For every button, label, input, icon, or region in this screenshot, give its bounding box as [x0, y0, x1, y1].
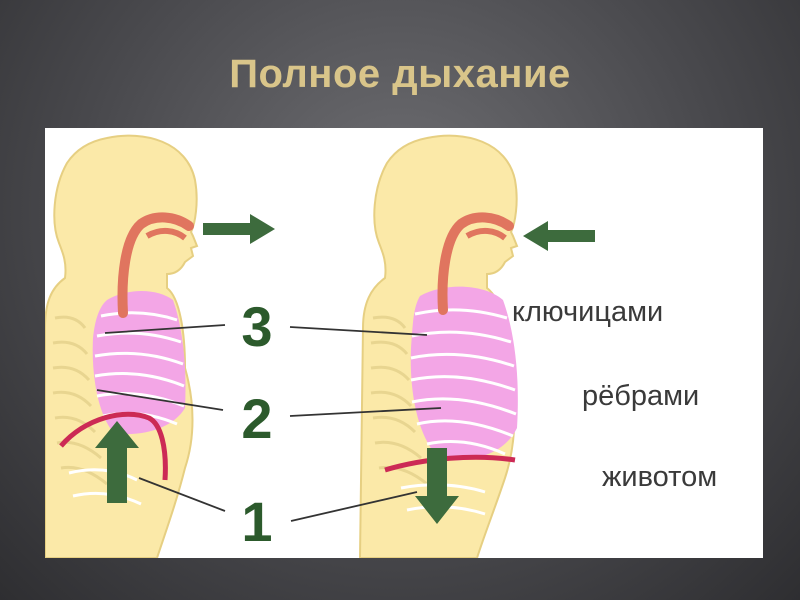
pointer-2-left [96, 389, 224, 411]
arrow-right-icon [203, 214, 275, 244]
breathing-diagram-panel: 3 2 1 ключицами рёбрами животом [45, 128, 763, 558]
left-diaphragm [59, 411, 168, 481]
left-airway [117, 212, 194, 318]
right-lung-ribs [410, 308, 517, 456]
number-3: 3 [241, 295, 272, 358]
arrow-left-icon [523, 221, 595, 251]
pointer-lines [96, 324, 442, 522]
number-1: 1 [241, 490, 272, 553]
right-mouth-passage [465, 228, 507, 241]
right-airway [437, 212, 514, 315]
breathing-diagram: 3 2 1 ключицами рёбрами животом [45, 134, 717, 558]
left-back-ribs [52, 315, 108, 486]
right-figure [358, 134, 519, 558]
label-clavicles: ключицами [512, 296, 663, 328]
label-belly: животом [602, 461, 717, 493]
pointer-1-left [138, 477, 226, 512]
right-diaphragm [384, 454, 516, 473]
arrow-down-icon [415, 448, 459, 524]
number-2: 2 [241, 387, 272, 450]
slide-title: Полное дыхание [229, 52, 571, 96]
pointer-2-right [289, 407, 442, 417]
right-back-ribs [370, 315, 428, 486]
left-mouth-passage [145, 228, 187, 241]
pointer-3-right [289, 326, 428, 336]
arrow-up-icon [95, 421, 139, 503]
label-ribs: рёбрами [582, 380, 699, 412]
pointer-3-left [104, 324, 226, 334]
pointer-1-right [290, 491, 418, 522]
left-figure [45, 134, 199, 558]
right-lungs [410, 286, 518, 461]
